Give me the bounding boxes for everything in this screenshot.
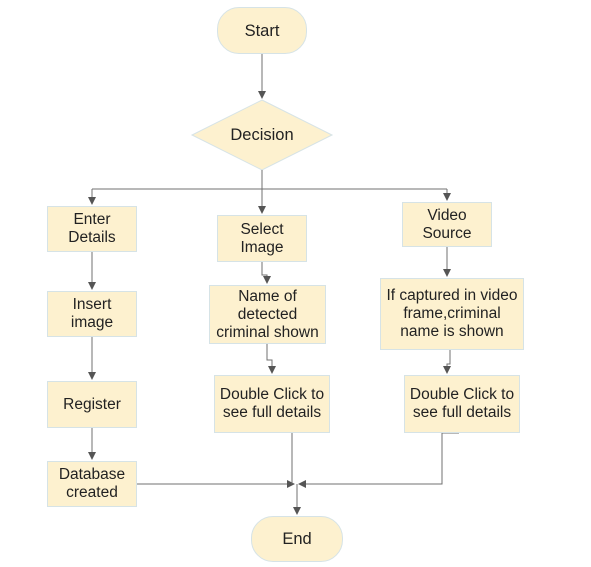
captured-in-frame-box: If captured in video frame,criminal name…	[380, 278, 524, 350]
edge-right-merge	[298, 432, 459, 488]
select-image-box: Select Image	[217, 215, 307, 262]
middle-double-click-box: Double Click to see full details	[214, 375, 330, 433]
database-created-box: Database created	[47, 461, 137, 507]
start-terminal: Start	[217, 7, 307, 54]
name-detected-box: Name of detected criminal shown	[209, 285, 326, 344]
edge-name-doubleclick	[266, 344, 276, 374]
insert-image-box: Insert image	[47, 291, 137, 337]
decision-label: Decision	[230, 125, 294, 144]
enter-details-box: Enter Details	[47, 206, 137, 252]
right-double-click-box: Double Click to see full details	[404, 375, 520, 433]
video-source-box: Video Source	[402, 202, 492, 247]
edge-select-name	[261, 262, 271, 284]
end-terminal: End	[251, 516, 343, 562]
edge-captured-doubleclick	[443, 350, 451, 374]
register-box: Register	[47, 381, 137, 428]
